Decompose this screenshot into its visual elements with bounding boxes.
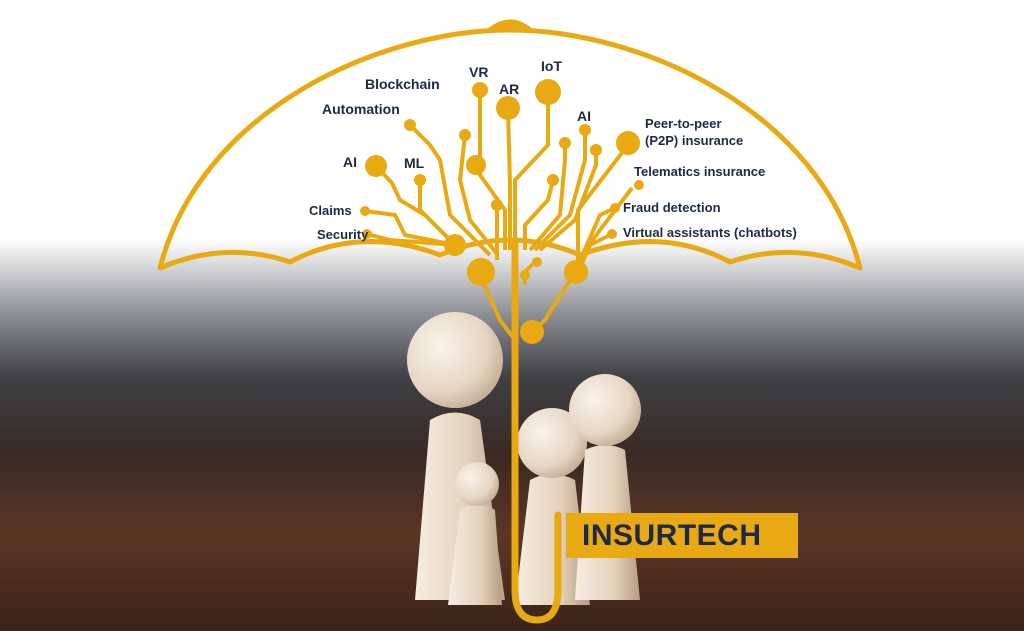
label-virtual-assistants: Virtual assistants (chatbots): [623, 225, 797, 240]
label-ar: AR: [499, 81, 520, 97]
label-ai-left: AI: [343, 154, 357, 170]
label-security: Security: [317, 227, 369, 242]
label-claims: Claims: [309, 203, 352, 218]
insurtech-banner: INSURTECH: [566, 513, 798, 558]
label-iot: IoT: [541, 58, 562, 74]
label-fraud-detection: Fraud detection: [623, 200, 721, 215]
label-blockchain: Blockchain: [365, 76, 440, 92]
label-ml: ML: [404, 155, 425, 171]
wooden-figures: [407, 312, 641, 605]
circuit-tree: [360, 79, 644, 344]
label-vr: VR: [469, 64, 489, 80]
label-telematics: Telematics insurance: [634, 164, 766, 179]
label-p2p-line1: Peer-to-peer: [645, 116, 722, 131]
label-automation: Automation: [322, 101, 400, 117]
label-ai-right: AI: [577, 108, 591, 124]
label-p2p-line2: (P2P) insurance: [645, 133, 744, 148]
